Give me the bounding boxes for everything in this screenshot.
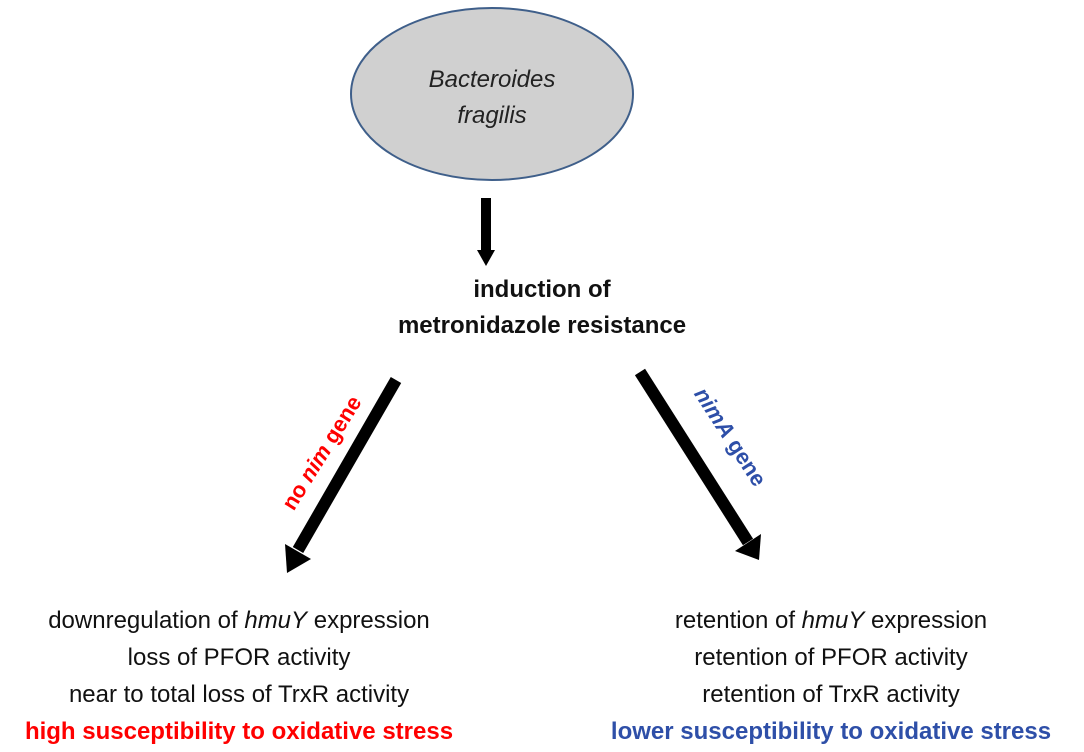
induction-label: induction of metronidazole resistance bbox=[362, 272, 722, 344]
right-outcome-block: retention of hmuY expression retention o… bbox=[578, 602, 1084, 750]
right-line-pfor: retention of PFOR activity bbox=[694, 644, 968, 671]
left-line-pfor: loss of PFOR activity bbox=[127, 644, 351, 671]
ellipse-label-line2: fragilis bbox=[457, 102, 527, 129]
bacteroides-ellipse bbox=[350, 7, 634, 181]
left-arrow bbox=[285, 377, 402, 573]
right-line-trxr: retention of TrxR activity bbox=[702, 681, 960, 708]
left-line-hmuy-prefix: downregulation of bbox=[48, 607, 245, 634]
left-line-hmuy: downregulation of hmuY expression bbox=[0, 602, 478, 639]
ellipse-label: Bacteroides fragilis bbox=[372, 62, 612, 134]
right-line-hmuy-prefix: retention of bbox=[674, 607, 802, 634]
left-outcome-block: downregulation of hmuY expression loss o… bbox=[0, 602, 478, 750]
left-line-hmuy-suffix: expression bbox=[307, 607, 430, 634]
right-line-hmuy: retention of hmuY expression bbox=[578, 602, 1084, 639]
right-outcome: lower susceptibility to oxidative stress bbox=[610, 718, 1052, 745]
right-line-hmuy-suffix: expression bbox=[864, 607, 988, 634]
right-arrow bbox=[634, 368, 761, 560]
ellipse-label-line1: Bacteroides bbox=[428, 66, 556, 93]
induction-label-line1: induction of bbox=[473, 276, 611, 303]
right-line-hmuy-italic: hmuY bbox=[801, 607, 865, 634]
top-arrow bbox=[477, 198, 495, 266]
left-line-hmuy-italic: hmuY bbox=[244, 607, 308, 634]
left-outcome: high susceptibility to oxidative stress bbox=[24, 718, 454, 745]
left-line-trxr: near to total loss of TrxR activity bbox=[68, 681, 410, 708]
induction-label-line2: metronidazole resistance bbox=[397, 312, 687, 339]
